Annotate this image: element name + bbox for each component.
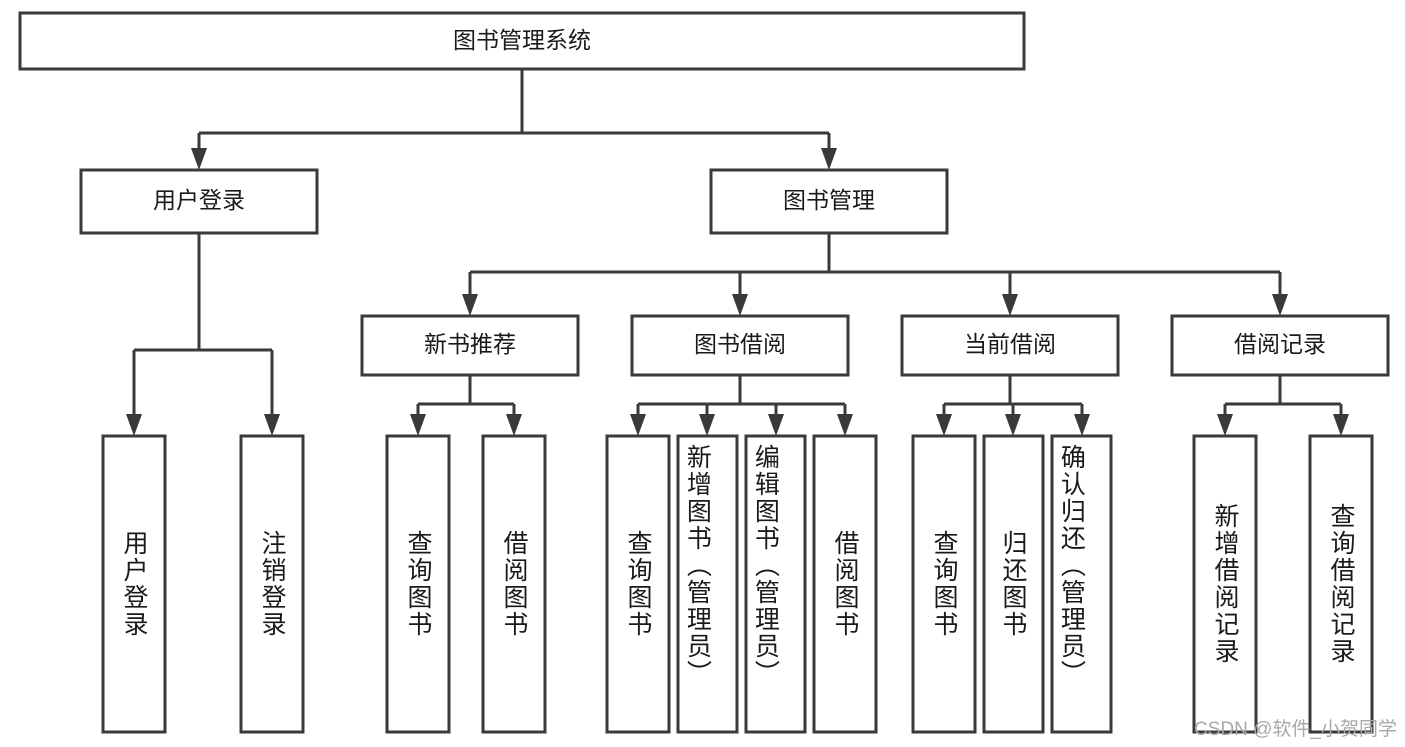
node-book-manage[interactable]: 图书管理 (709, 168, 949, 235)
node-user-login-label: 用户登录 (153, 187, 245, 213)
node-leaf-confirm-return-admin-rect[interactable] (1050, 434, 1113, 734)
node-current-borrow-rect[interactable] (900, 314, 1120, 377)
node-leaf-borrow-book-rect[interactable] (812, 434, 878, 734)
node-leaf-add-book-admin[interactable]: 新增图书（管理员） (676, 434, 739, 734)
node-leaf-return-book-label: 归还图书 (999, 530, 1028, 638)
arrow-head-user-login (191, 148, 207, 170)
arrow-head-book-manage (821, 148, 837, 170)
node-current-borrow-label: 当前借阅 (964, 331, 1056, 357)
node-leaf-confirm-return-admin-label: 确认归还（管理员） (1057, 444, 1086, 687)
node-leaf-edit-book-admin-label: 编辑图书（管理员） (751, 444, 780, 687)
node-leaf-user-login[interactable]: 用户登录 (101, 434, 167, 734)
arrow-head-leaf-user-logout (264, 414, 280, 436)
arrow-head-leaf-add-borrow-record (1217, 414, 1233, 436)
arrow-head-leaf-user-login (126, 414, 142, 436)
node-root-label: 图书管理系统 (453, 27, 591, 53)
node-leaf-query-borrow-record[interactable]: 查询借阅记录 (1308, 434, 1374, 734)
node-leaf-add-book-admin-rect[interactable] (676, 434, 739, 734)
node-leaf-user-logout[interactable]: 注销登录 (239, 434, 305, 734)
arrow-head-leaf-query-book-current (936, 414, 952, 436)
arrow-head-leaf-return-book (1005, 414, 1021, 436)
node-leaf-query-book-label: 查询图书 (624, 530, 653, 638)
arrow-head-book-borrow (732, 294, 748, 316)
node-current-borrow[interactable]: 当前借阅 (900, 314, 1120, 377)
node-leaf-borrow-book[interactable]: 借阅图书 (812, 434, 878, 734)
node-leaf-user-login-label: 用户登录 (120, 530, 149, 638)
node-book-manage-label: 图书管理 (783, 187, 875, 213)
node-book-borrow[interactable]: 图书借阅 (630, 314, 850, 377)
node-book-manage-rect[interactable] (709, 168, 949, 235)
node-leaf-borrow-book-label: 借阅图书 (831, 530, 860, 638)
node-leaf-return-book-rect[interactable] (982, 434, 1045, 734)
node-leaf-query-book-rect[interactable] (605, 434, 671, 734)
node-leaf-add-book-admin-label: 新增图书（管理员） (683, 444, 712, 687)
arrow-head-borrow-record (1272, 294, 1288, 316)
arrow-head-leaf-borrow-book (837, 414, 853, 436)
arrow-head-leaf-edit-book-admin (768, 414, 784, 436)
arrow-head-leaf-query-borrow-record (1333, 414, 1349, 436)
node-leaf-borrow-book-recommend-label: 借阅图书 (500, 530, 529, 638)
node-book-borrow-label: 图书借阅 (694, 331, 786, 357)
arrow-head-leaf-confirm-return-admin (1074, 414, 1090, 436)
node-root[interactable]: 图书管理系统 (18, 11, 1026, 71)
node-leaf-query-book-current[interactable]: 查询图书 (911, 434, 977, 734)
node-leaf-return-book[interactable]: 归还图书 (982, 434, 1045, 734)
node-leaf-query-borrow-record-label: 查询借阅记录 (1327, 503, 1356, 665)
node-leaf-borrow-book-recommend-rect[interactable] (481, 434, 547, 734)
node-leaf-user-logout-rect[interactable] (239, 434, 305, 734)
node-borrow-record-label: 借阅记录 (1234, 331, 1326, 357)
arrow-head-leaf-add-book-admin (699, 414, 715, 436)
node-leaf-query-book[interactable]: 查询图书 (605, 434, 671, 734)
node-new-book-recommend-rect[interactable] (360, 314, 580, 377)
node-leaf-confirm-return-admin[interactable]: 确认归还（管理员） (1050, 434, 1113, 734)
node-leaf-query-book-recommend[interactable]: 查询图书 (385, 434, 451, 734)
node-root-rect[interactable] (18, 11, 1026, 71)
arrow-head-current-borrow (1002, 294, 1018, 316)
node-leaf-add-borrow-record-rect[interactable] (1192, 434, 1258, 734)
node-leaf-add-borrow-record[interactable]: 新增借阅记录 (1192, 434, 1258, 734)
node-leaf-query-borrow-record-rect[interactable] (1308, 434, 1374, 734)
node-leaf-user-logout-label: 注销登录 (258, 530, 287, 638)
node-leaf-query-book-recommend-label: 查询图书 (404, 530, 433, 638)
node-leaf-add-borrow-record-label: 新增借阅记录 (1211, 503, 1240, 665)
node-new-book-recommend[interactable]: 新书推荐 (360, 314, 580, 377)
node-leaf-user-login-rect[interactable] (101, 434, 167, 734)
node-new-book-recommend-label: 新书推荐 (424, 331, 516, 357)
node-leaf-query-book-current-rect[interactable] (911, 434, 977, 734)
node-user-login-rect[interactable] (79, 168, 319, 235)
node-leaf-query-book-recommend-rect[interactable] (385, 434, 451, 734)
arrow-head-leaf-query-book (630, 414, 646, 436)
node-leaf-query-book-current-label: 查询图书 (930, 530, 959, 638)
node-borrow-record-rect[interactable] (1170, 314, 1390, 377)
arrow-head-new-book-recommend (462, 294, 478, 316)
connector-layer (126, 69, 1349, 436)
node-user-login[interactable]: 用户登录 (79, 168, 319, 235)
node-leaf-edit-book-admin-rect[interactable] (744, 434, 807, 734)
node-borrow-record[interactable]: 借阅记录 (1170, 314, 1390, 377)
arrow-head-leaf-query-book-recommend (410, 414, 426, 436)
arrow-head-leaf-borrow-book-recommend (506, 414, 522, 436)
node-leaf-borrow-book-recommend[interactable]: 借阅图书 (481, 434, 547, 734)
node-leaf-edit-book-admin[interactable]: 编辑图书（管理员） (744, 434, 807, 734)
node-book-borrow-rect[interactable] (630, 314, 850, 377)
